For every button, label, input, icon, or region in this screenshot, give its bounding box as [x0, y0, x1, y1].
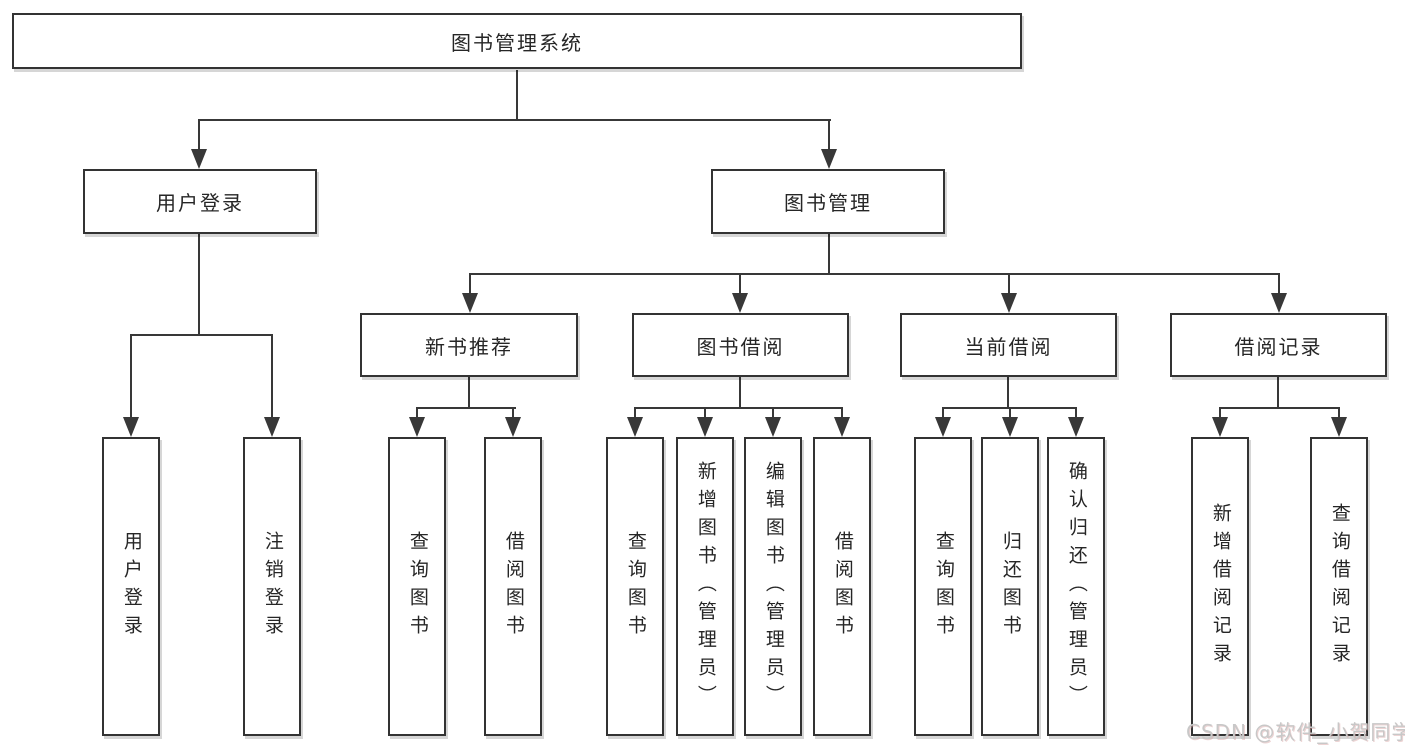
connector-group-stem — [468, 377, 470, 409]
leaf-label: 确认归还（管理员） — [1065, 460, 1088, 713]
connector-to-leaf — [1338, 407, 1340, 421]
arrowhead-down-icon — [1212, 417, 1228, 437]
arrowhead-down-icon — [935, 417, 951, 437]
arrowhead-down-icon — [462, 293, 478, 313]
connector-to-leaf — [704, 407, 706, 421]
arrowhead-down-icon — [191, 149, 207, 169]
connector-mgmt-stem — [828, 234, 830, 275]
connector-level3-bus — [469, 273, 1280, 275]
arrowhead-down-icon — [264, 417, 280, 437]
leaf-query-borrow-record: 查询借阅记录 — [1310, 437, 1368, 736]
connector-group-bus — [634, 407, 843, 409]
watermark-text: CSDN @软件_小贺同学 — [1186, 720, 1405, 744]
connector-to-leaf — [942, 407, 944, 421]
arrowhead-down-icon — [1002, 417, 1018, 437]
node-book-management: 图书管理 — [711, 169, 945, 234]
connector-to-leaf — [634, 407, 636, 421]
connector-to-group — [1008, 273, 1010, 297]
connector-root-stem — [516, 70, 518, 120]
leaf-add-book-admin: 新增图书（管理员） — [676, 437, 734, 736]
connector-to-leaf — [1219, 407, 1221, 421]
connector-to-leaf — [1075, 407, 1077, 421]
node-book-borrow: 图书借阅 — [632, 313, 849, 377]
node-root: 图书管理系统 — [12, 13, 1022, 69]
arrowhead-down-icon — [123, 417, 139, 437]
leaf-label: 注销登录 — [261, 530, 284, 643]
leaf-label: 借阅图书 — [831, 530, 854, 643]
leaf-label: 借阅图书 — [502, 530, 525, 643]
connector-to-group — [739, 273, 741, 297]
arrowhead-down-icon — [732, 293, 748, 313]
connector-user-stem — [198, 234, 200, 336]
leaf-label: 查询图书 — [624, 530, 647, 643]
arrowhead-down-icon — [1001, 293, 1017, 313]
connector-to-leaf — [130, 334, 132, 422]
leaf-logout: 注销登录 — [243, 437, 301, 736]
arrowhead-down-icon — [1271, 293, 1287, 313]
connector-to-leaf — [271, 334, 273, 422]
arrowhead-down-icon — [1331, 417, 1347, 437]
leaf-label: 新增图书（管理员） — [694, 460, 717, 713]
connector-to-leaf — [772, 407, 774, 421]
node-root-label: 图书管理系统 — [451, 30, 583, 55]
arrowhead-down-icon — [765, 417, 781, 437]
node-label: 新书推荐 — [425, 334, 513, 359]
connector-to-leaf — [512, 407, 514, 421]
connector-to-group — [1278, 273, 1280, 297]
connector-group-stem — [1007, 377, 1009, 409]
leaf-label: 查询图书 — [406, 530, 429, 643]
node-label: 当前借阅 — [964, 334, 1053, 359]
connector-user-bus — [130, 334, 273, 336]
connector-group-bus — [416, 407, 516, 409]
leaf-add-borrow-record: 新增借阅记录 — [1191, 437, 1249, 736]
leaf-label: 编辑图书（管理员） — [762, 460, 785, 713]
connector-group-stem — [739, 377, 741, 409]
leaf-query-books-recommend: 查询图书 — [388, 437, 446, 736]
leaf-label: 归还图书 — [999, 530, 1022, 643]
leaf-user-login: 用户登录 — [102, 437, 160, 736]
leaf-label: 用户登录 — [120, 530, 143, 643]
node-label: 借阅记录 — [1234, 334, 1323, 359]
leaf-label: 查询借阅记录 — [1328, 502, 1351, 671]
arrowhead-down-icon — [821, 149, 837, 169]
leaf-label: 新增借阅记录 — [1209, 502, 1232, 671]
leaf-return-book: 归还图书 — [981, 437, 1039, 736]
arrowhead-down-icon — [1068, 417, 1084, 437]
connector-to-leaf — [841, 407, 843, 421]
node-new-book-recommend: 新书推荐 — [360, 313, 578, 377]
node-label: 图书借阅 — [696, 334, 785, 359]
node-label: 图书管理 — [784, 191, 872, 215]
connector-to-book-mgmt — [828, 119, 830, 153]
connector-level1-bus — [198, 119, 831, 121]
node-current-borrow: 当前借阅 — [900, 313, 1117, 377]
arrowhead-down-icon — [697, 417, 713, 437]
arrowhead-down-icon — [409, 417, 425, 437]
connector-to-leaf — [1009, 407, 1011, 421]
node-borrow-records: 借阅记录 — [1170, 313, 1387, 377]
leaf-edit-book-admin: 编辑图书（管理员） — [744, 437, 802, 736]
arrowhead-down-icon — [834, 417, 850, 437]
node-user-login-branch: 用户登录 — [83, 169, 317, 234]
leaf-confirm-return-admin: 确认归还（管理员） — [1047, 437, 1105, 736]
connector-to-group — [469, 273, 471, 297]
connector-to-user-login — [198, 119, 200, 153]
connector-group-stem — [1277, 377, 1279, 409]
leaf-label: 查询图书 — [932, 530, 955, 643]
leaf-borrow-books: 借阅图书 — [813, 437, 871, 736]
connector-group-bus — [1219, 407, 1340, 409]
leaf-query-books-current: 查询图书 — [914, 437, 972, 736]
leaf-query-books-borrow: 查询图书 — [606, 437, 664, 736]
node-label: 用户登录 — [156, 191, 244, 215]
leaf-borrow-books-recommend: 借阅图书 — [484, 437, 542, 736]
arrowhead-down-icon — [505, 417, 521, 437]
arrowhead-down-icon — [627, 417, 643, 437]
connector-to-leaf — [416, 407, 418, 421]
